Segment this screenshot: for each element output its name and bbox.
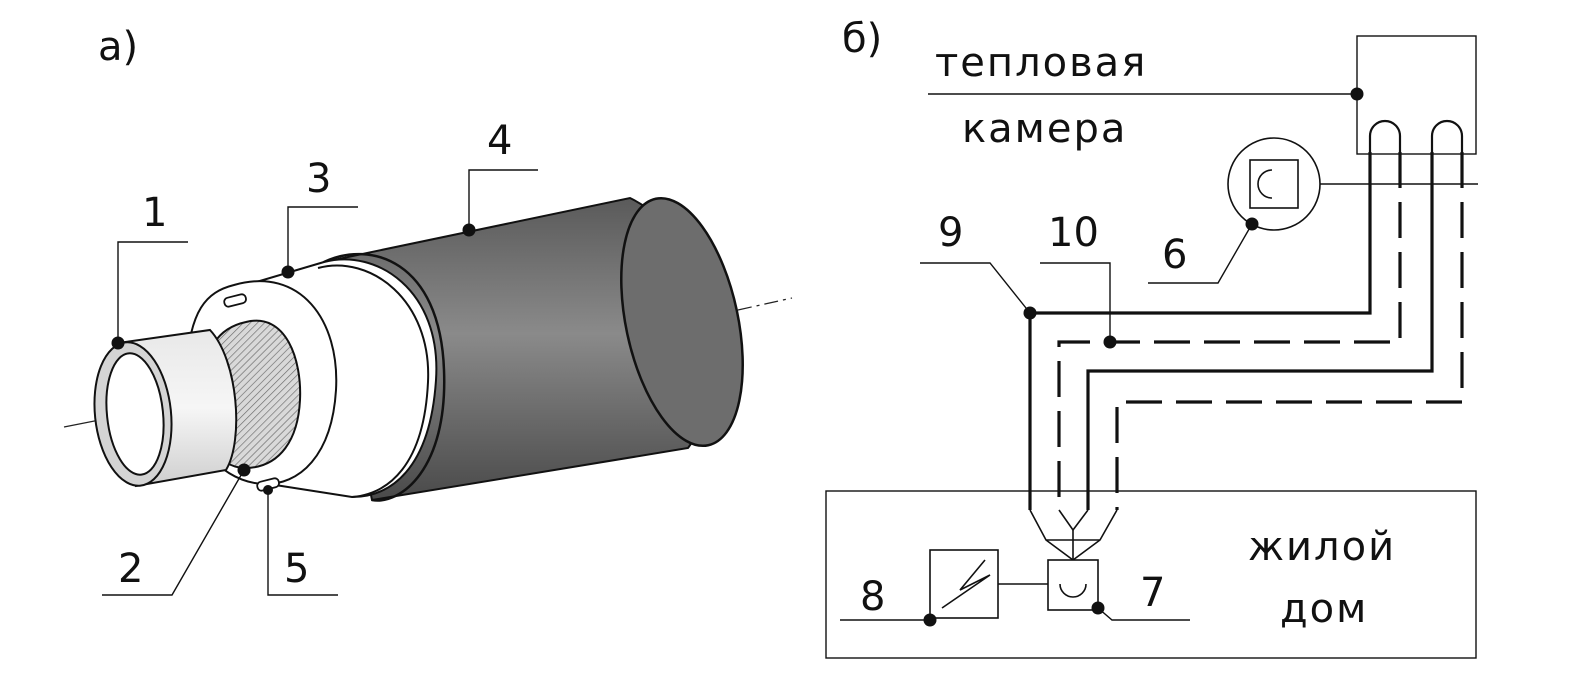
callout-9: 9 [920,210,1037,320]
converter-8: 8 [840,549,999,627]
callout-7-number: 7 [1140,570,1165,616]
loop-connection-2 [1430,119,1464,152]
callout-1-number: 1 [142,190,167,236]
callout-3: 3 [281,156,358,279]
house-box [825,490,1477,659]
panel-b: б) тепловая камера 6 [825,16,1478,659]
wire-solid-2 [1086,152,1434,510]
panel-a: а) 1 [63,24,793,596]
steel-pipe [93,328,238,488]
loop-connection-1 [1368,119,1402,152]
callout-1: 1 [111,190,188,350]
panel-a-label: а) [98,24,138,70]
heat-chamber-box [1356,35,1477,155]
callout-5-number: 5 [284,546,309,592]
callout-10-number: 10 [1048,210,1099,256]
detector-7: 7 [1047,559,1190,621]
wire-solid-1 [1028,152,1372,510]
signal-wires [1028,152,1464,510]
callout-8-number: 8 [860,574,885,620]
wire-dashed-1 [1057,152,1402,510]
axis-line-right [737,297,793,311]
callout-2: 2 [102,463,251,596]
wire-dashed-2 [1115,152,1464,510]
callout-10: 10 [1040,210,1117,349]
panel-b-label: б) [842,16,882,62]
wire-channel-top [223,293,247,308]
heat-chamber-label-line1: тепловая [935,40,1147,86]
callout-4: 4 [462,118,538,237]
callout-9-number: 9 [938,210,963,256]
wire-convergence [1029,509,1118,561]
callout-5: 5 [263,485,338,596]
callout-6-number: 6 [1162,232,1187,278]
heat-chamber-label-line2: камера [962,106,1127,152]
terminal-6: 6 [1148,137,1478,284]
house-label-line2: дом [1280,586,1368,632]
callout-2-number: 2 [118,546,143,592]
house-label-line1: жилой [1248,524,1396,570]
callout-3-number: 3 [306,156,331,202]
callout-4-number: 4 [487,118,512,164]
